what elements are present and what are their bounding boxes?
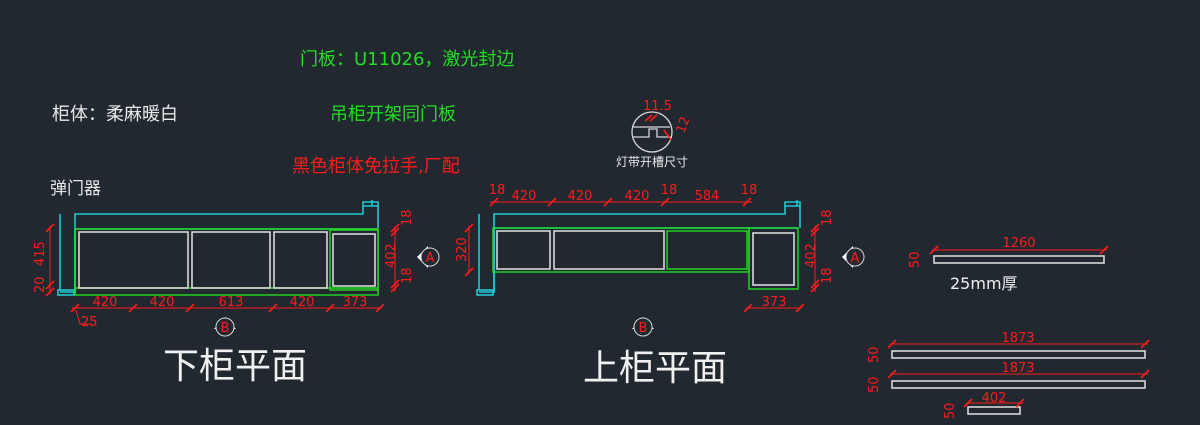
section-marker-b: B bbox=[632, 317, 654, 337]
lower-height-dim: 415 bbox=[33, 241, 48, 266]
section-marker-b: B bbox=[214, 317, 236, 337]
upper-top-dim-3: 420 bbox=[568, 189, 593, 204]
lower-dim-5: 373 bbox=[343, 295, 368, 310]
lower-dim-3: 613 bbox=[219, 295, 244, 310]
panel-1873-a: 1873 50 bbox=[867, 331, 1150, 363]
door-bumper-note: 弹门器 bbox=[50, 179, 101, 199]
svg-text:50: 50 bbox=[867, 376, 882, 393]
lower-dim-4: 420 bbox=[290, 295, 315, 310]
upper-top-dim-6: 584 bbox=[695, 189, 720, 204]
door-panel-note: 门板：U11026，激光封边 bbox=[300, 49, 514, 70]
svg-text:50: 50 bbox=[908, 251, 923, 268]
svg-text:1873: 1873 bbox=[1001, 361, 1034, 376]
upper-right-dim-top: 18 bbox=[820, 209, 835, 226]
lower-cabinet-plan: 420 420 613 420 373 25 415 20 18 402 18 … bbox=[33, 200, 440, 387]
lower-offset-dim: 25 bbox=[81, 315, 98, 330]
detail-label: 灯带开槽尺寸 bbox=[616, 155, 688, 169]
upper-top-dim-7: 18 bbox=[741, 183, 758, 198]
section-marker-a: A bbox=[842, 246, 865, 268]
panel-402: 402 50 bbox=[943, 391, 1025, 419]
lower-base-dim: 20 bbox=[33, 276, 48, 293]
svg-text:B: B bbox=[639, 321, 648, 336]
wall-cabinet-note: 吊柜开架同门板 bbox=[330, 104, 456, 125]
upper-right-dim-bottom: 18 bbox=[820, 267, 835, 284]
upper-top-dim-4: 420 bbox=[625, 189, 650, 204]
upper-depth-dim: 320 bbox=[455, 237, 470, 262]
svg-text:A: A bbox=[426, 251, 435, 266]
groove-width-label: 11.5 bbox=[643, 99, 672, 114]
upper-plan-title: 上柜平面 bbox=[583, 348, 727, 389]
upper-top-dim-2: 420 bbox=[512, 189, 537, 204]
upper-cabinet-plan: 18 420 420 420 18 584 18 320 18 402 18 3… bbox=[455, 183, 865, 389]
upper-right-dim-mid: 402 bbox=[804, 243, 819, 268]
lower-right-dim-mid: 402 bbox=[384, 243, 399, 268]
upper-top-dim-5: 18 bbox=[661, 183, 678, 198]
panel-thickness: 25mm厚 bbox=[950, 274, 1018, 293]
svg-text:50: 50 bbox=[943, 402, 958, 419]
lower-plan-title: 下柜平面 bbox=[163, 346, 307, 387]
panel-1873-b: 1873 50 bbox=[867, 361, 1150, 393]
svg-text:1873: 1873 bbox=[1001, 331, 1034, 346]
lower-dim-2: 420 bbox=[150, 295, 175, 310]
svg-text:50: 50 bbox=[867, 346, 882, 363]
cabinet-body-note: 柜体：柔麻暖白 bbox=[52, 104, 178, 125]
panel-1260: 1260 50 25mm厚 bbox=[908, 236, 1109, 293]
lower-right-dim-top: 18 bbox=[400, 209, 415, 226]
light-strip-groove-detail: 11.5 12 灯带开槽尺寸 bbox=[616, 99, 693, 169]
svg-text:A: A bbox=[851, 251, 860, 266]
section-marker-a: A bbox=[417, 246, 440, 268]
svg-text:1260: 1260 bbox=[1002, 236, 1035, 251]
lower-dim-1: 420 bbox=[93, 295, 118, 310]
upper-bottom-dim: 373 bbox=[762, 295, 787, 310]
handle-note: 黑色柜体免拉手,厂配 bbox=[292, 156, 460, 177]
svg-text:402: 402 bbox=[982, 391, 1007, 406]
svg-text:B: B bbox=[221, 321, 230, 336]
groove-depth-label: 12 bbox=[674, 115, 694, 136]
upper-top-dim-1: 18 bbox=[489, 183, 506, 198]
lower-right-dim-bottom: 18 bbox=[400, 267, 415, 284]
